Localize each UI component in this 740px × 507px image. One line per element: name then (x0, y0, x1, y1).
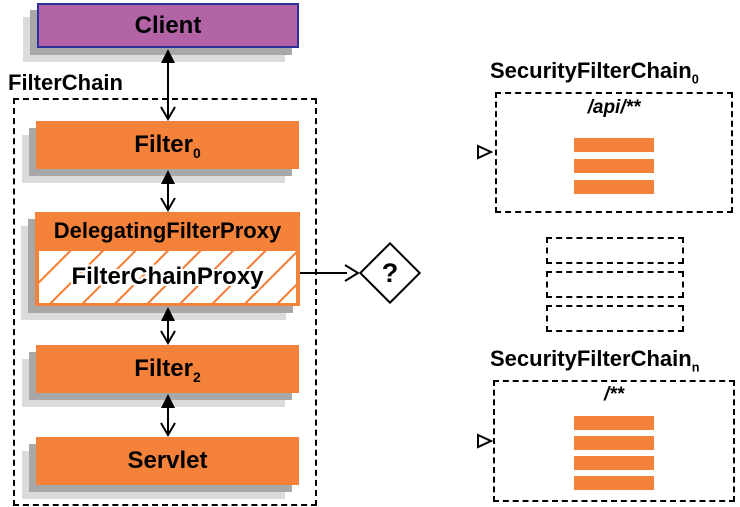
filter-chain-proxy-box: FilterChainProxy (39, 251, 296, 303)
open-arrowhead-down (160, 197, 176, 212)
security-filter-chain-0-title: SecurityFilterChain0 (490, 58, 699, 87)
delegating-filter-proxy-stack: DelegatingFilterProxy FilterChainProxy (21, 212, 300, 320)
filter-bar (574, 436, 654, 450)
filter-bar (574, 456, 654, 470)
url-pattern-label: /api/** (587, 97, 641, 118)
security-filter-chain-0-box: /api/** (495, 92, 733, 213)
servlet-box: Servlet (36, 437, 299, 485)
filled-arrowhead-up (161, 394, 175, 408)
delegating-filter-proxy-box: DelegatingFilterProxy FilterChainProxy (35, 212, 300, 306)
open-arrowhead-down (160, 422, 176, 437)
filter-chain-proxy-label: FilterChainProxy (71, 263, 264, 290)
client-label: Client (134, 11, 202, 39)
client-box: Client (37, 3, 299, 48)
filter-bars (574, 416, 654, 490)
delegating-filter-proxy-label: DelegatingFilterProxy (53, 218, 282, 243)
bidirectional-arrow (160, 307, 176, 345)
open-arrowhead-down (160, 106, 176, 121)
open-arrowhead-right-icon (477, 144, 494, 160)
filter2-box: Filter2 (36, 345, 299, 393)
servlet-stack: Servlet (22, 437, 299, 499)
filter-bar (574, 159, 654, 173)
open-arrowhead-right (344, 264, 360, 282)
filter0-box: Filter0 (36, 121, 299, 169)
filled-arrowhead-up (161, 307, 175, 321)
filter0-label: Filter0 (134, 131, 201, 161)
more-chains-ellipsis (546, 237, 684, 332)
filter-bar (574, 138, 654, 152)
filter-bar (574, 180, 654, 194)
filled-arrowhead-up (161, 170, 175, 184)
filter0-stack: Filter0 (22, 121, 299, 183)
open-arrowhead-down (160, 330, 176, 345)
filter-bar (574, 476, 654, 490)
filterchain-title: FilterChain (8, 70, 123, 95)
filterchain-container (13, 98, 317, 506)
filter2-label: Filter2 (134, 355, 201, 385)
client-stack: Client (23, 3, 299, 62)
bidirectional-arrow (160, 394, 176, 437)
ellipsis-chain-box (546, 271, 684, 298)
url-pattern-label: /** (603, 384, 625, 405)
ellipsis-chain-box (546, 305, 684, 332)
servlet-label: Servlet (127, 447, 208, 474)
filter-bar (574, 416, 654, 430)
decision-label: ? (381, 257, 399, 288)
open-arrowhead-right-icon (477, 433, 494, 449)
ellipsis-chain-box (546, 237, 684, 264)
proxy-to-decision-connector (300, 264, 360, 282)
security-filter-chain-n-box: /** (493, 380, 735, 502)
filter2-stack: Filter2 (22, 345, 299, 407)
security-filter-chain-n-title: SecurityFilterChainn (490, 346, 700, 375)
bidirectional-arrow (160, 170, 176, 212)
bidirectional-arrow (160, 49, 176, 121)
filled-arrowhead-up (161, 49, 175, 63)
filter-bars (574, 138, 654, 194)
